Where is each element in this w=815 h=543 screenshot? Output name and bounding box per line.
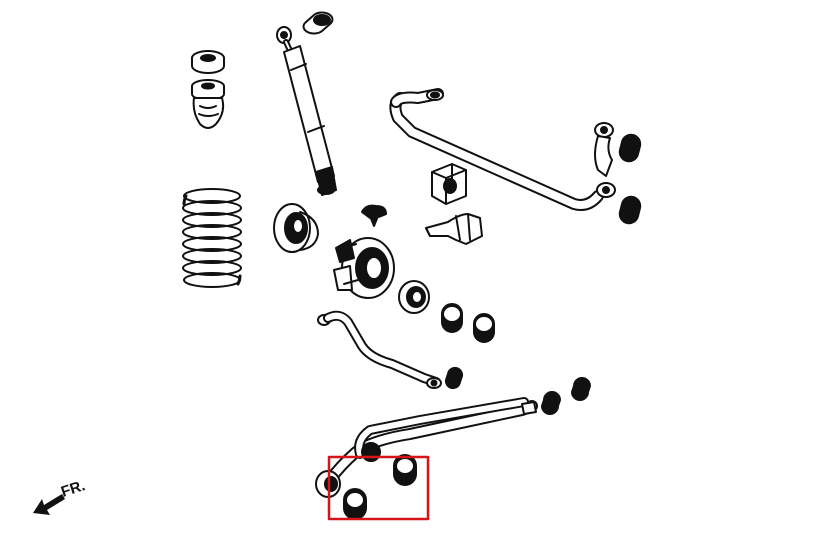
- stabilizer-bushing: [431, 163, 467, 205]
- front-direction-indicator: FR.: [33, 477, 87, 515]
- bump-stop-cushion: [191, 50, 225, 129]
- stabilizer-bar: [389, 88, 604, 211]
- stabilizer-link: [594, 122, 616, 198]
- arm-end-bushings: [541, 377, 591, 415]
- link-bushings: [618, 133, 642, 225]
- shock-bushing: [302, 11, 334, 35]
- front-direction-arrow-icon: [33, 494, 65, 515]
- rubber-stopper: [361, 204, 387, 227]
- seal-ring: [398, 280, 430, 314]
- bushing-pair-mid: [441, 303, 495, 343]
- lateral-rod: [317, 310, 442, 389]
- shock-absorber: [276, 26, 337, 196]
- coil-spring: [182, 188, 242, 288]
- highlight-box: [327, 455, 430, 521]
- front-direction-label: FR.: [59, 477, 87, 501]
- lower-control-arm: [315, 397, 538, 498]
- stabilizer-bracket: [425, 213, 483, 245]
- lateral-rod-bushing: [444, 366, 464, 390]
- steering-knuckle: [333, 237, 395, 299]
- highlighted-bushings: [343, 454, 417, 520]
- hub-flange: [273, 203, 319, 253]
